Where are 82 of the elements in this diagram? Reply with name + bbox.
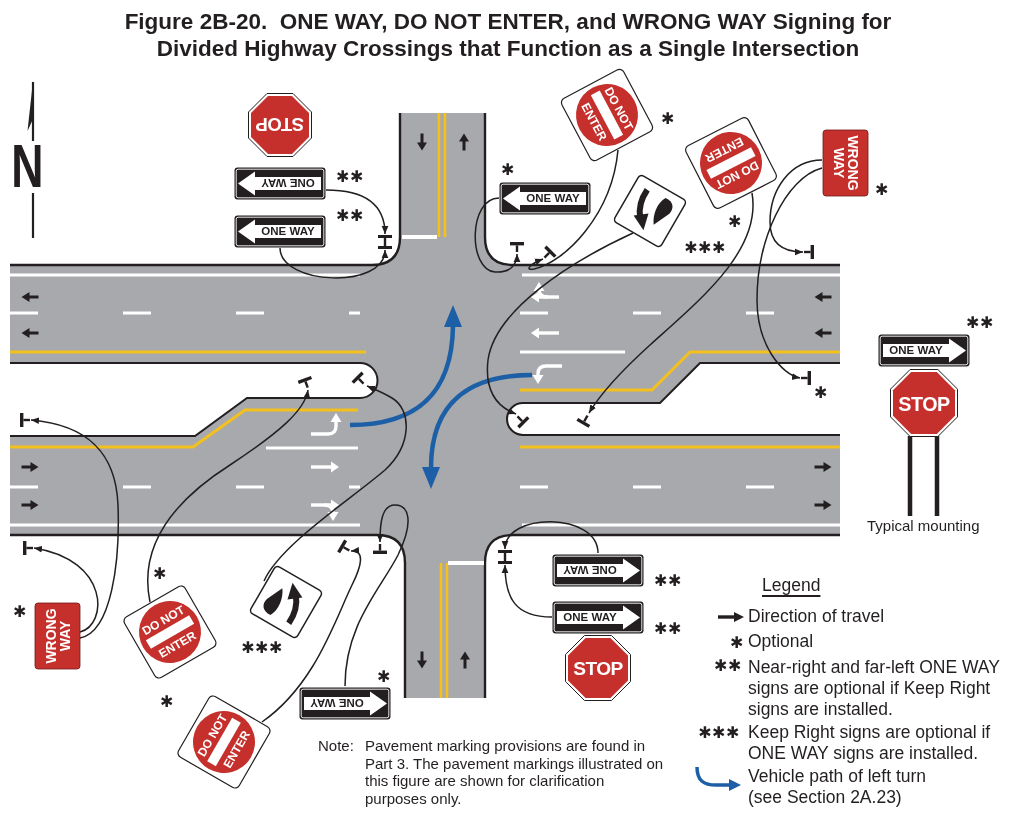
sign-post-icon (23, 541, 33, 555)
asterisk-mark: ✱ (160, 694, 174, 710)
asterisk-mark: ✱ (377, 669, 391, 685)
asterisk-mark: ✱✱✱ (684, 240, 726, 256)
sign-post-icon (498, 550, 512, 564)
legend-text: Optional (748, 631, 815, 652)
sign-text: ONE WAY (261, 178, 315, 187)
sign-text: WRONG WAY (43, 607, 71, 666)
leader-line (344, 504, 409, 687)
stop-sign (248, 93, 312, 157)
note-label: Note: (318, 737, 354, 755)
sign-text: WRONG WAY (831, 134, 859, 193)
legend-text: Vehicle path of left turn (see Section 2A.23) (748, 766, 928, 808)
asterisk-mark: ✱✱ (336, 169, 364, 185)
sign-text: ONE WAY (310, 698, 364, 707)
sign-text: DO NOT (714, 160, 760, 190)
leader-line (588, 192, 754, 414)
legend-title: Legend (762, 575, 821, 597)
asterisk-mark: ✱✱ (336, 208, 364, 224)
leader-line (33, 546, 99, 633)
asterisk-mark: ✱ (728, 214, 742, 230)
asterisk-mark: ✱ (730, 635, 744, 651)
asterisk-mark: ✱ (661, 111, 675, 127)
one-way-sign (299, 686, 391, 720)
one-way-sign (878, 333, 970, 367)
figure-title: Figure 2B-20. ONE WAY, DO NOT ENTER, and WRONG WAY Signing for Divided Highway Crossings that Function as a Single Intersection (123, 8, 893, 62)
sign-text: DO NOT (140, 604, 186, 636)
sign-text: STOP (255, 117, 305, 132)
sign-text: STOP (898, 396, 950, 411)
leader-line (486, 232, 634, 415)
one-way-sign (234, 166, 326, 200)
one-way-sign (552, 553, 644, 587)
one-way-sign (552, 600, 644, 634)
north-label: N (10, 143, 44, 189)
leader-line (769, 159, 823, 256)
asterisk-mark: ✱✱ (654, 621, 682, 637)
sign-text: ONE WAY (563, 613, 617, 622)
sign-text: DO NOT (604, 86, 634, 132)
asterisk-mark: ✱ (13, 604, 27, 620)
note-text: Pavement marking provisions are found in Part 3. The pavement markings illustrated on this figure are shown for clarification purposes only. (365, 737, 665, 808)
leader-line (474, 197, 520, 273)
sign-text: ONE WAY (889, 346, 943, 355)
leader-line (147, 389, 310, 603)
leader-line (263, 385, 407, 582)
sign-post-icon (804, 245, 814, 259)
stop-sign (890, 369, 958, 437)
one-way-sign (234, 214, 326, 248)
asterisk-mark: ✱✱✱ (241, 640, 283, 656)
leader-line (261, 547, 362, 723)
sign-text: ONE WAY (526, 194, 580, 203)
one-way-sign (499, 181, 591, 215)
sign-post-icon (510, 242, 524, 252)
wrong-way-sign (822, 129, 868, 197)
sign-post-icon (297, 375, 315, 391)
wrong-way-sign (34, 602, 80, 670)
legend-text: Near-right and far-left ONE WAY signs are optional if Keep Right signs are installed. (748, 657, 1001, 720)
legend-text: Direction of travel (748, 606, 886, 627)
asterisk-mark: ✱ (875, 182, 889, 198)
sign-post-icon (20, 413, 30, 427)
sign-post-icon (378, 235, 392, 249)
caption-text: Typical mounting (867, 517, 980, 536)
asterisk-mark: ✱ (153, 566, 167, 582)
asterisk-mark: ✱✱✱ (698, 725, 740, 741)
leader-line (501, 564, 553, 618)
asterisk-mark: ✱✱ (714, 658, 742, 674)
asterisk-mark: ✱✱ (966, 315, 994, 331)
leader-line (325, 189, 388, 235)
sign-post-icon (373, 544, 387, 554)
sign-post-icon (801, 371, 811, 385)
leader-line (30, 417, 120, 639)
leader-line (279, 247, 387, 279)
stop-sign (565, 635, 631, 701)
asterisk-mark: ✱✱ (654, 573, 682, 589)
leader-line (503, 521, 599, 554)
leader-line (756, 167, 823, 380)
legend-text: Keep Right signs are optional if ONE WAY signs are installed. (748, 722, 992, 764)
asterisk-mark: ✱ (814, 385, 828, 401)
sign-text: STOP (573, 661, 623, 676)
asterisk-mark: ✱ (501, 162, 515, 178)
leader-line (528, 149, 619, 271)
sign-text: ONE WAY (563, 565, 617, 574)
sign-text: ONE WAY (261, 227, 315, 236)
